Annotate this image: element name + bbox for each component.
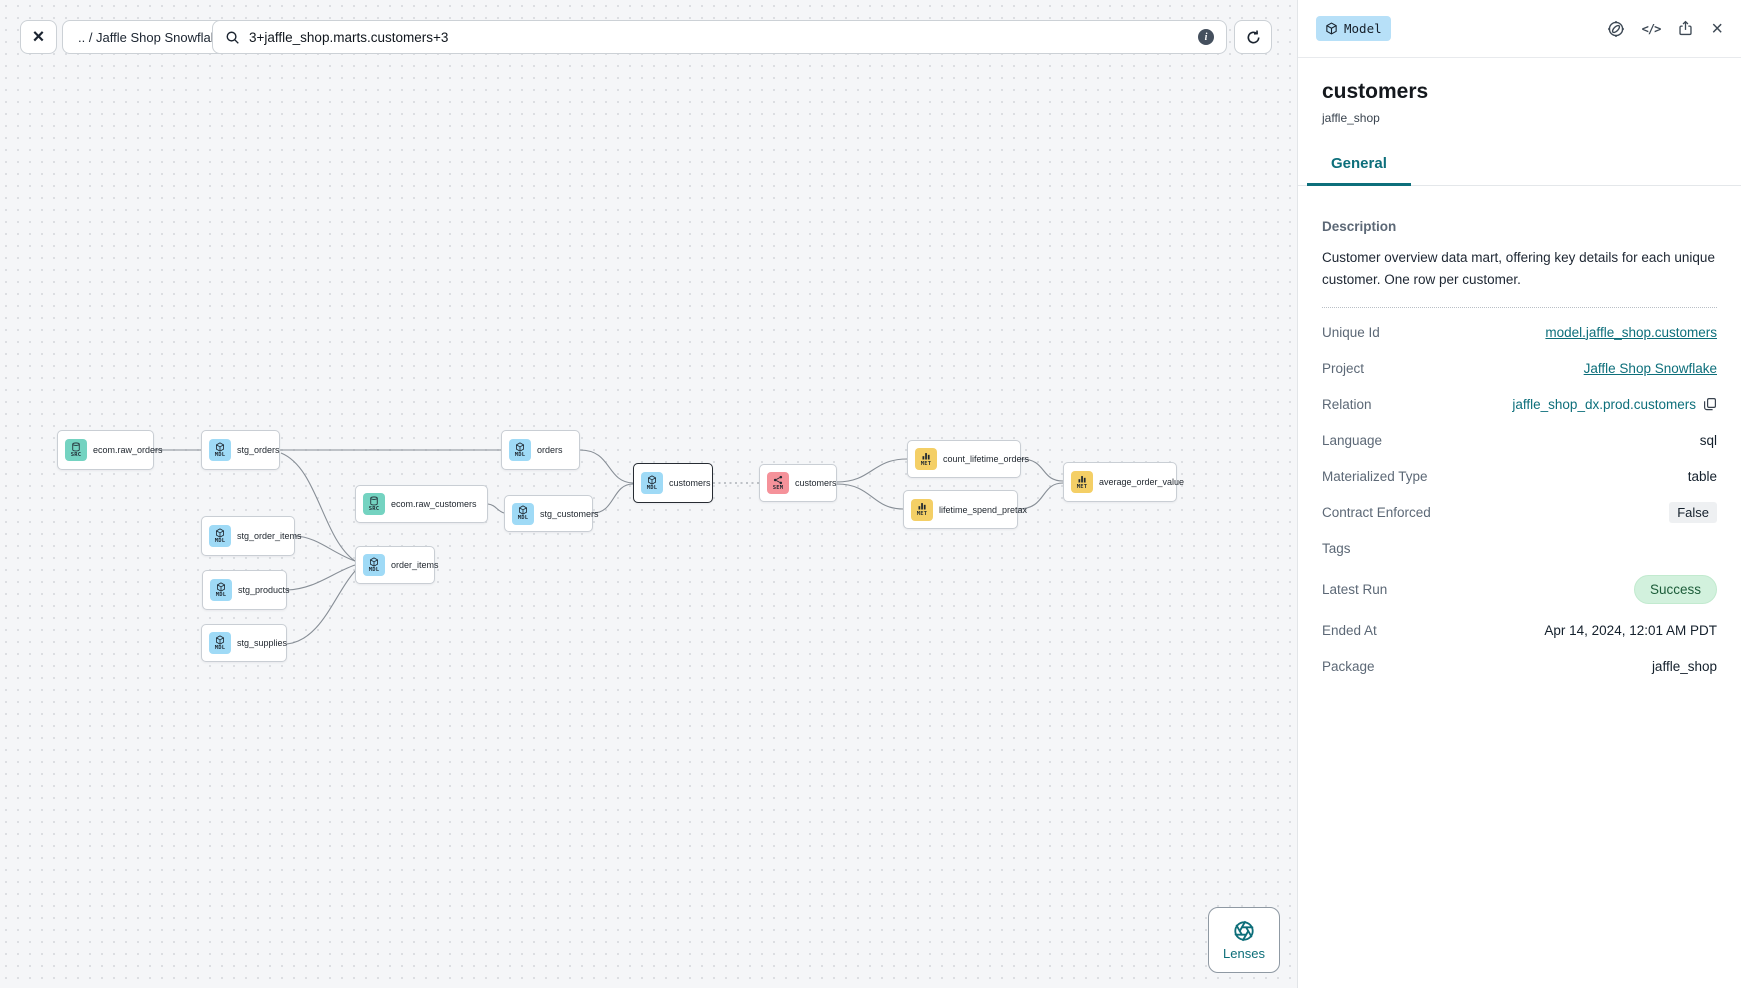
panel-header: Model </> × [1298,0,1741,58]
info-icon[interactable]: i [1198,29,1214,45]
refresh-icon [1245,29,1262,46]
dag-node-lifetime-spend-pretax[interactable]: MET lifetime_spend_pretax [903,490,1027,529]
dag-node-stg-order-items[interactable]: MDL stg_order_items [201,516,302,556]
panel-subtitle: jaffle_shop [1322,111,1380,125]
resource-type-badge: Model [1316,16,1391,41]
node-label: orders [537,445,563,455]
node-label: ecom.raw_orders [93,445,163,455]
dag-node-stg-customers[interactable]: MDL stg_customers [504,495,599,532]
node-label: stg_products [238,585,290,595]
explore-lineage-icon[interactable] [1607,20,1625,38]
panel-close-icon[interactable]: × [1711,17,1723,40]
copy-icon[interactable] [1703,397,1717,411]
source-icon: SRC [363,493,385,515]
field-row-unique-id: Unique Id model.jaffle_shop.customers [1322,324,1717,340]
model-icon: MDL [209,632,231,654]
node-label: stg_order_items [237,531,302,541]
metric-icon: MET [911,498,933,521]
panel-title: customers [1322,80,1429,103]
relation-value: jaffle_shop_dx.prod.customers [1512,396,1696,412]
lenses-button[interactable]: Lenses [1208,907,1280,973]
lineage-search[interactable]: i [212,20,1227,54]
unique-id-link[interactable]: model.jaffle_shop.customers [1545,324,1717,340]
model-icon: MDL [209,439,231,461]
field-row-project: Project Jaffle Shop Snowflake [1322,360,1717,376]
share-icon[interactable] [1677,20,1694,37]
field-row-relation: Relation jaffle_shop_dx.prod.customers [1322,386,1717,422]
dag-node-customers-semantic[interactable]: SEM customers [759,464,837,502]
dag-node-count-lifetime-orders[interactable]: MET count_lifetime_orders [907,440,1029,478]
field-row-ended-at: Ended At Apr 14, 2024, 12:01 AM PDT [1322,622,1717,638]
close-lineage-button[interactable]: × [20,20,57,54]
metric-icon: MET [915,448,937,470]
node-label: stg_supplies [237,638,288,648]
lineage-canvas[interactable]: SRC ecom.raw_orders MDL stg_orders MDL s… [0,0,1297,988]
dag-node-ecom-raw-orders[interactable]: SRC ecom.raw_orders [57,430,163,470]
node-label: lifetime_spend_pretax [939,504,1028,515]
status-badge: Success [1633,574,1717,604]
model-icon: MDL [512,502,534,525]
semantic-model-icon: SEM [767,472,789,494]
description-text: Customer overview data mart, offering ke… [1322,247,1717,309]
node-label: average_order_value [1099,477,1185,487]
project-link[interactable]: Jaffle Shop Snowflake [1583,360,1717,376]
node-label: customers [669,478,711,488]
node-label: order_items [391,560,439,570]
model-icon: MDL [210,579,232,601]
source-icon: SRC [65,439,87,461]
model-icon: MDL [641,472,663,494]
node-label: count_lifetime_orders [943,454,1030,464]
model-icon: MDL [363,554,385,576]
dag-node-orders[interactable]: MDL orders [501,430,580,470]
breadcrumb[interactable]: .. / Jaffle Shop Snowflake [62,20,241,54]
cube-icon [1325,22,1338,35]
description-heading: Description [1322,219,1397,234]
field-row-materialized-type: Materialized Type table [1322,468,1717,484]
dag-node-customers-selected[interactable]: MDL customers [633,463,713,503]
panel-tabs: General [1298,155,1741,186]
lineage-edges [154,449,1064,645]
search-input[interactable] [249,29,1189,45]
field-row-latest-run: Latest Run Success [1322,566,1717,612]
search-icon [225,30,240,45]
field-row-language: Language sql [1322,432,1717,448]
model-icon: MDL [209,525,231,547]
details-panel: Model </> × customers [1297,0,1741,988]
tab-general[interactable]: General [1307,155,1411,186]
node-label: ecom.raw_customers [391,499,477,509]
dag-node-ecom-raw-customers[interactable]: SRC ecom.raw_customers [355,485,488,523]
dag-node-stg-supplies[interactable]: MDL stg_supplies [201,624,287,662]
close-icon: × [32,25,45,48]
metric-icon: MET [1071,471,1093,493]
dag-node-order-items[interactable]: MDL order_items [355,546,439,584]
refresh-button[interactable] [1234,20,1272,54]
field-row-tags: Tags [1322,540,1351,556]
dag-node-stg-products[interactable]: MDL stg_products [202,570,290,610]
lenses-aperture-icon [1233,920,1255,942]
node-label: stg_customers [540,508,599,519]
model-icon: MDL [509,439,531,461]
field-row-package: Package jaffle_shop [1322,658,1717,674]
contract-enforced-badge: False [1669,501,1717,523]
node-label: stg_orders [237,445,280,455]
dag-node-stg-orders[interactable]: MDL stg_orders [201,430,280,470]
dag-node-average-order-value[interactable]: MET average_order_value [1063,462,1184,502]
node-label: customers [795,478,837,488]
code-icon[interactable]: </> [1641,21,1662,36]
field-row-contract-enforced: Contract Enforced False [1322,494,1717,530]
